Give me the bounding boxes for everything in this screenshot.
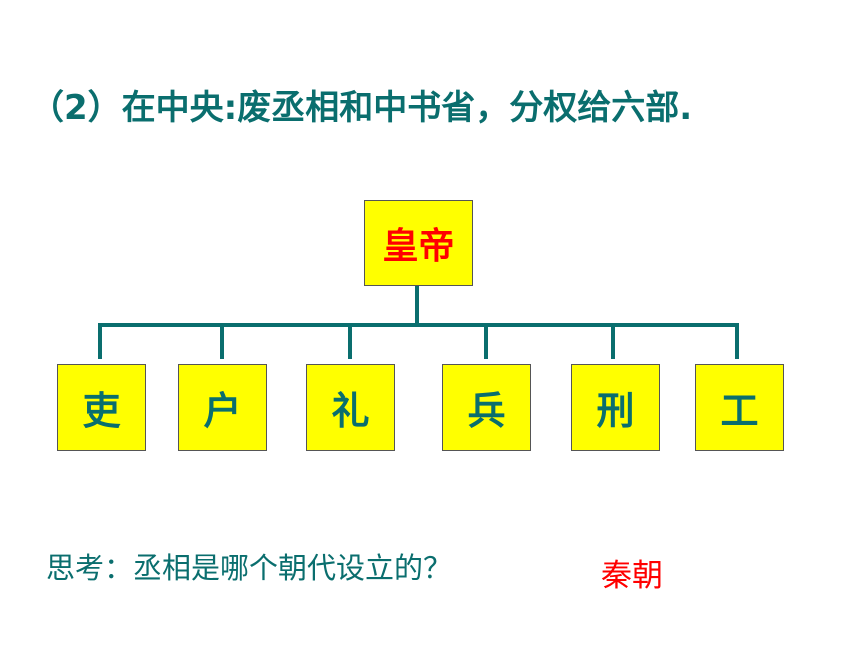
branch-line-6 <box>735 323 739 359</box>
ministry-label: 刑 <box>596 389 635 433</box>
branch-line-5 <box>611 323 615 359</box>
ministry-box-war: 兵 <box>442 364 531 451</box>
ministry-label: 吏 <box>82 389 121 433</box>
ministry-box-rites: 礼 <box>306 364 395 451</box>
horizontal-connector-line <box>98 323 739 327</box>
ministry-label: 工 <box>720 389 759 433</box>
ministry-label: 户 <box>203 389 242 433</box>
root-stem-line <box>415 286 419 324</box>
ministry-box-revenue: 户 <box>178 364 267 451</box>
ministry-box-personnel: 吏 <box>57 364 146 451</box>
emperor-label: 皇帝 <box>382 226 455 267</box>
ministry-box-works: 工 <box>695 364 784 451</box>
branch-line-4 <box>484 323 488 359</box>
page-heading: （2）在中央:废丞相和中书省，分权给六部. <box>30 88 693 128</box>
branch-line-3 <box>348 323 352 359</box>
ministry-box-justice: 刑 <box>571 364 660 451</box>
branch-line-2 <box>220 323 224 359</box>
question-text: 思考：丞相是哪个朝代设立的？ <box>46 551 453 585</box>
emperor-box: 皇帝 <box>364 200 473 286</box>
ministry-label: 礼 <box>331 389 370 433</box>
branch-line-1 <box>98 323 102 359</box>
answer-text: 秦朝 <box>601 558 663 594</box>
ministry-label: 兵 <box>467 389 506 433</box>
